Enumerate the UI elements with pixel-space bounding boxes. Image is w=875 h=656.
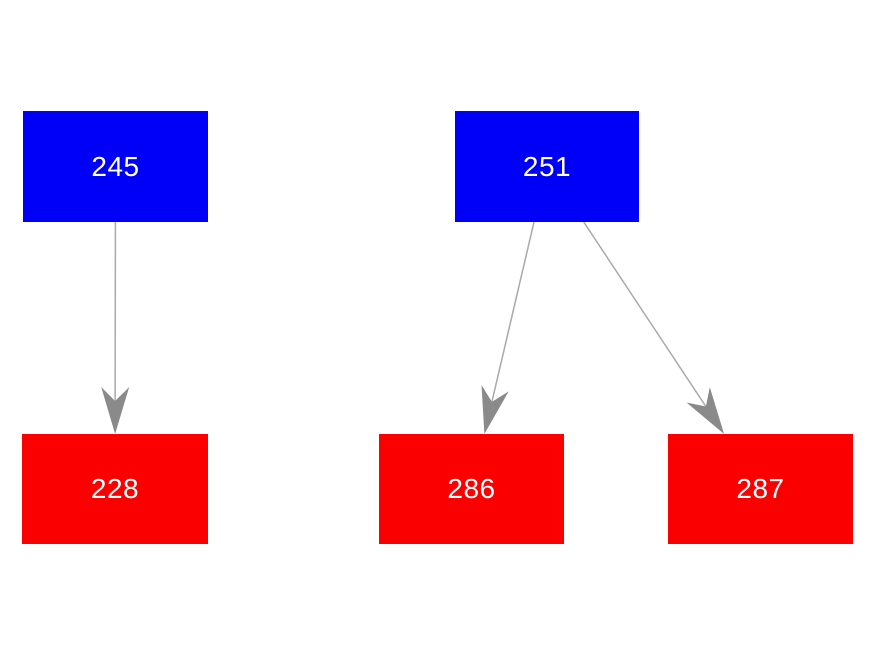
node-label: 286 [447,473,496,504]
node-228[interactable]: 228 [22,434,208,544]
node-251[interactable]: 251 [455,111,639,222]
edge-251-to-287 [583,221,725,434]
edge-251-to-286 [481,221,535,434]
node-287[interactable]: 287 [668,434,853,544]
node-286[interactable]: 286 [379,434,564,544]
arrowhead-icon [481,385,509,434]
arrowhead-icon [101,387,130,434]
arrowhead-icon [686,387,725,434]
node-label: 245 [91,150,140,182]
edge-245-to-228 [101,221,130,434]
node-245[interactable]: 245 [23,111,208,222]
node-label: 287 [736,473,785,504]
edge-line [583,221,707,407]
node-label: 251 [522,150,572,182]
edge-line [491,221,535,403]
node-label: 228 [90,473,140,504]
